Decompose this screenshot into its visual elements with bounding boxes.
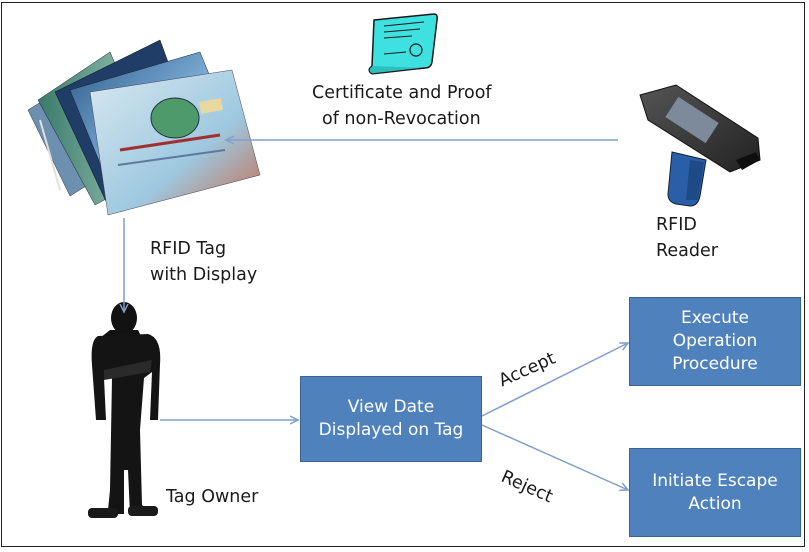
certificate-label-line1: Certificate and Proof bbox=[312, 83, 492, 103]
execute-line1: Execute bbox=[681, 308, 749, 328]
rfid-reader-label-line1: RFID bbox=[656, 215, 697, 235]
rfid-reader-image bbox=[639, 84, 761, 207]
certificate-icon bbox=[368, 13, 438, 75]
initiate-escape-box: Initiate Escape Action bbox=[629, 448, 801, 537]
rfid-reader-label-line2: Reader bbox=[656, 241, 718, 261]
execute-line2: Operation bbox=[672, 331, 758, 351]
tag-owner-label: Tag Owner bbox=[166, 487, 259, 507]
arrow-reject bbox=[481, 424, 628, 490]
certificate-label-line2: of non-Revocation bbox=[322, 109, 481, 129]
tag-owner-silhouette bbox=[88, 302, 161, 518]
view-date-line1: View Date bbox=[347, 397, 435, 417]
execute-line3: Procedure bbox=[672, 354, 758, 374]
initiate-line2: Action bbox=[688, 493, 742, 514]
view-date-line2: Displayed on Tag bbox=[318, 420, 464, 440]
execute-operation-box: Execute Operation Procedure bbox=[629, 297, 801, 386]
arrow-accept bbox=[481, 343, 628, 417]
rfid-cards-image bbox=[27, 39, 261, 216]
rfid-tag-label-line1: RFID Tag bbox=[150, 239, 227, 259]
rfid-tag-label-line2: with Display bbox=[150, 265, 258, 285]
initiate-line1: Initiate Escape bbox=[652, 470, 778, 491]
view-date-box: View Date Displayed on Tag bbox=[300, 376, 482, 462]
